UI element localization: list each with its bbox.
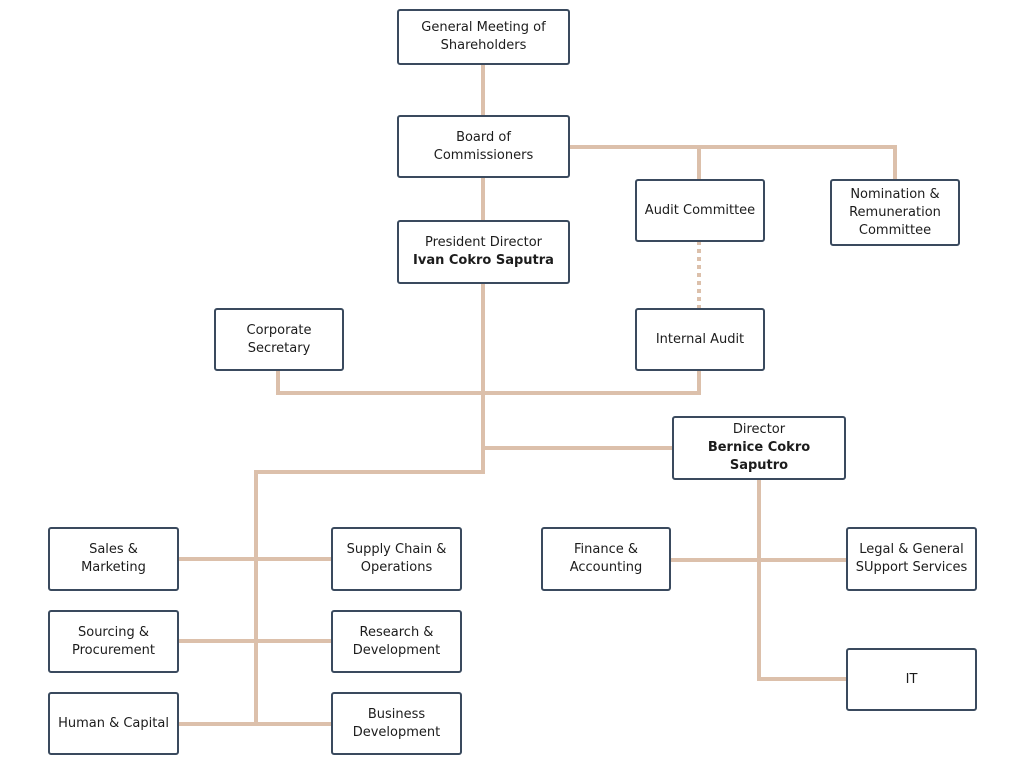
- internal-audit-box: Internal Audit: [635, 308, 765, 371]
- sourcing-label-2: Procurement: [71, 642, 156, 658]
- general-meeting-label-2: Shareholders: [440, 38, 527, 53]
- nomination-label-1: Nomination &: [850, 186, 940, 202]
- research-development-box: Research & Development: [331, 610, 462, 673]
- research-label-2: Development: [352, 642, 441, 658]
- audit-committee-box: Audit Committee: [635, 179, 765, 242]
- president-director-title: President Director: [425, 235, 542, 250]
- sourcing-label-1: Sourcing &: [77, 624, 150, 640]
- nomination-label-2: Remuneration: [849, 204, 941, 220]
- supply-chain-label-2: Operations: [360, 560, 433, 575]
- it-label: IT: [905, 671, 918, 687]
- internal-audit-label: Internal Audit: [655, 331, 745, 347]
- nomination-label-3: Committee: [858, 222, 932, 238]
- business-development-label-2: Development: [352, 724, 441, 740]
- business-development-box: Business Development: [331, 692, 462, 755]
- human-capital-box: Human & Capital: [48, 692, 179, 755]
- sales-marketing-box: Sales & Marketing: [48, 527, 179, 591]
- audit-committee-label: Audit Committee: [644, 202, 756, 218]
- president-director-name: Ivan Cokro Saputra: [413, 253, 554, 268]
- business-development-label-1: Business: [367, 706, 426, 722]
- president-director-box: President Director Ivan Cokro Saputra: [397, 220, 570, 284]
- sourcing-procurement-box: Sourcing & Procurement: [48, 610, 179, 673]
- nomination-remuneration-box: Nomination & Remuneration Committee: [830, 179, 960, 246]
- it-box: IT: [846, 648, 977, 711]
- supply-chain-box: Supply Chain & Operations: [331, 527, 462, 591]
- research-label-1: Research &: [359, 624, 434, 640]
- corporate-secretary-label-2: Secretary: [247, 340, 311, 356]
- sales-marketing-label: Sales & Marketing: [81, 542, 146, 575]
- human-capital-label: Human & Capital: [58, 715, 169, 731]
- director-name: Bernice Cokro Saputro: [707, 440, 811, 473]
- corporate-secretary-box: Corporate Secretary: [214, 308, 344, 371]
- finance-label-1: Finance &: [573, 542, 638, 557]
- board-of-commissioners-box: Board of Commissioners: [397, 115, 570, 178]
- legal-general-box: Legal & General SUpport Services: [846, 527, 977, 591]
- general-meeting-box: General Meeting of Shareholders: [397, 9, 570, 65]
- finance-label-2: Accounting: [569, 560, 643, 575]
- general-meeting-label-1: General Meeting of: [421, 20, 546, 35]
- board-of-commissioners-label: Board of Commissioners: [433, 129, 534, 163]
- supply-chain-label-1: Supply Chain &: [346, 542, 447, 557]
- legal-label-1: Legal & General: [859, 542, 964, 557]
- corporate-secretary-label-1: Corporate: [246, 322, 312, 338]
- legal-label-2: SUpport Services: [855, 560, 968, 575]
- director-box: Director Bernice Cokro Saputro: [672, 416, 846, 480]
- finance-accounting-box: Finance & Accounting: [541, 527, 671, 591]
- director-title: Director: [732, 422, 786, 437]
